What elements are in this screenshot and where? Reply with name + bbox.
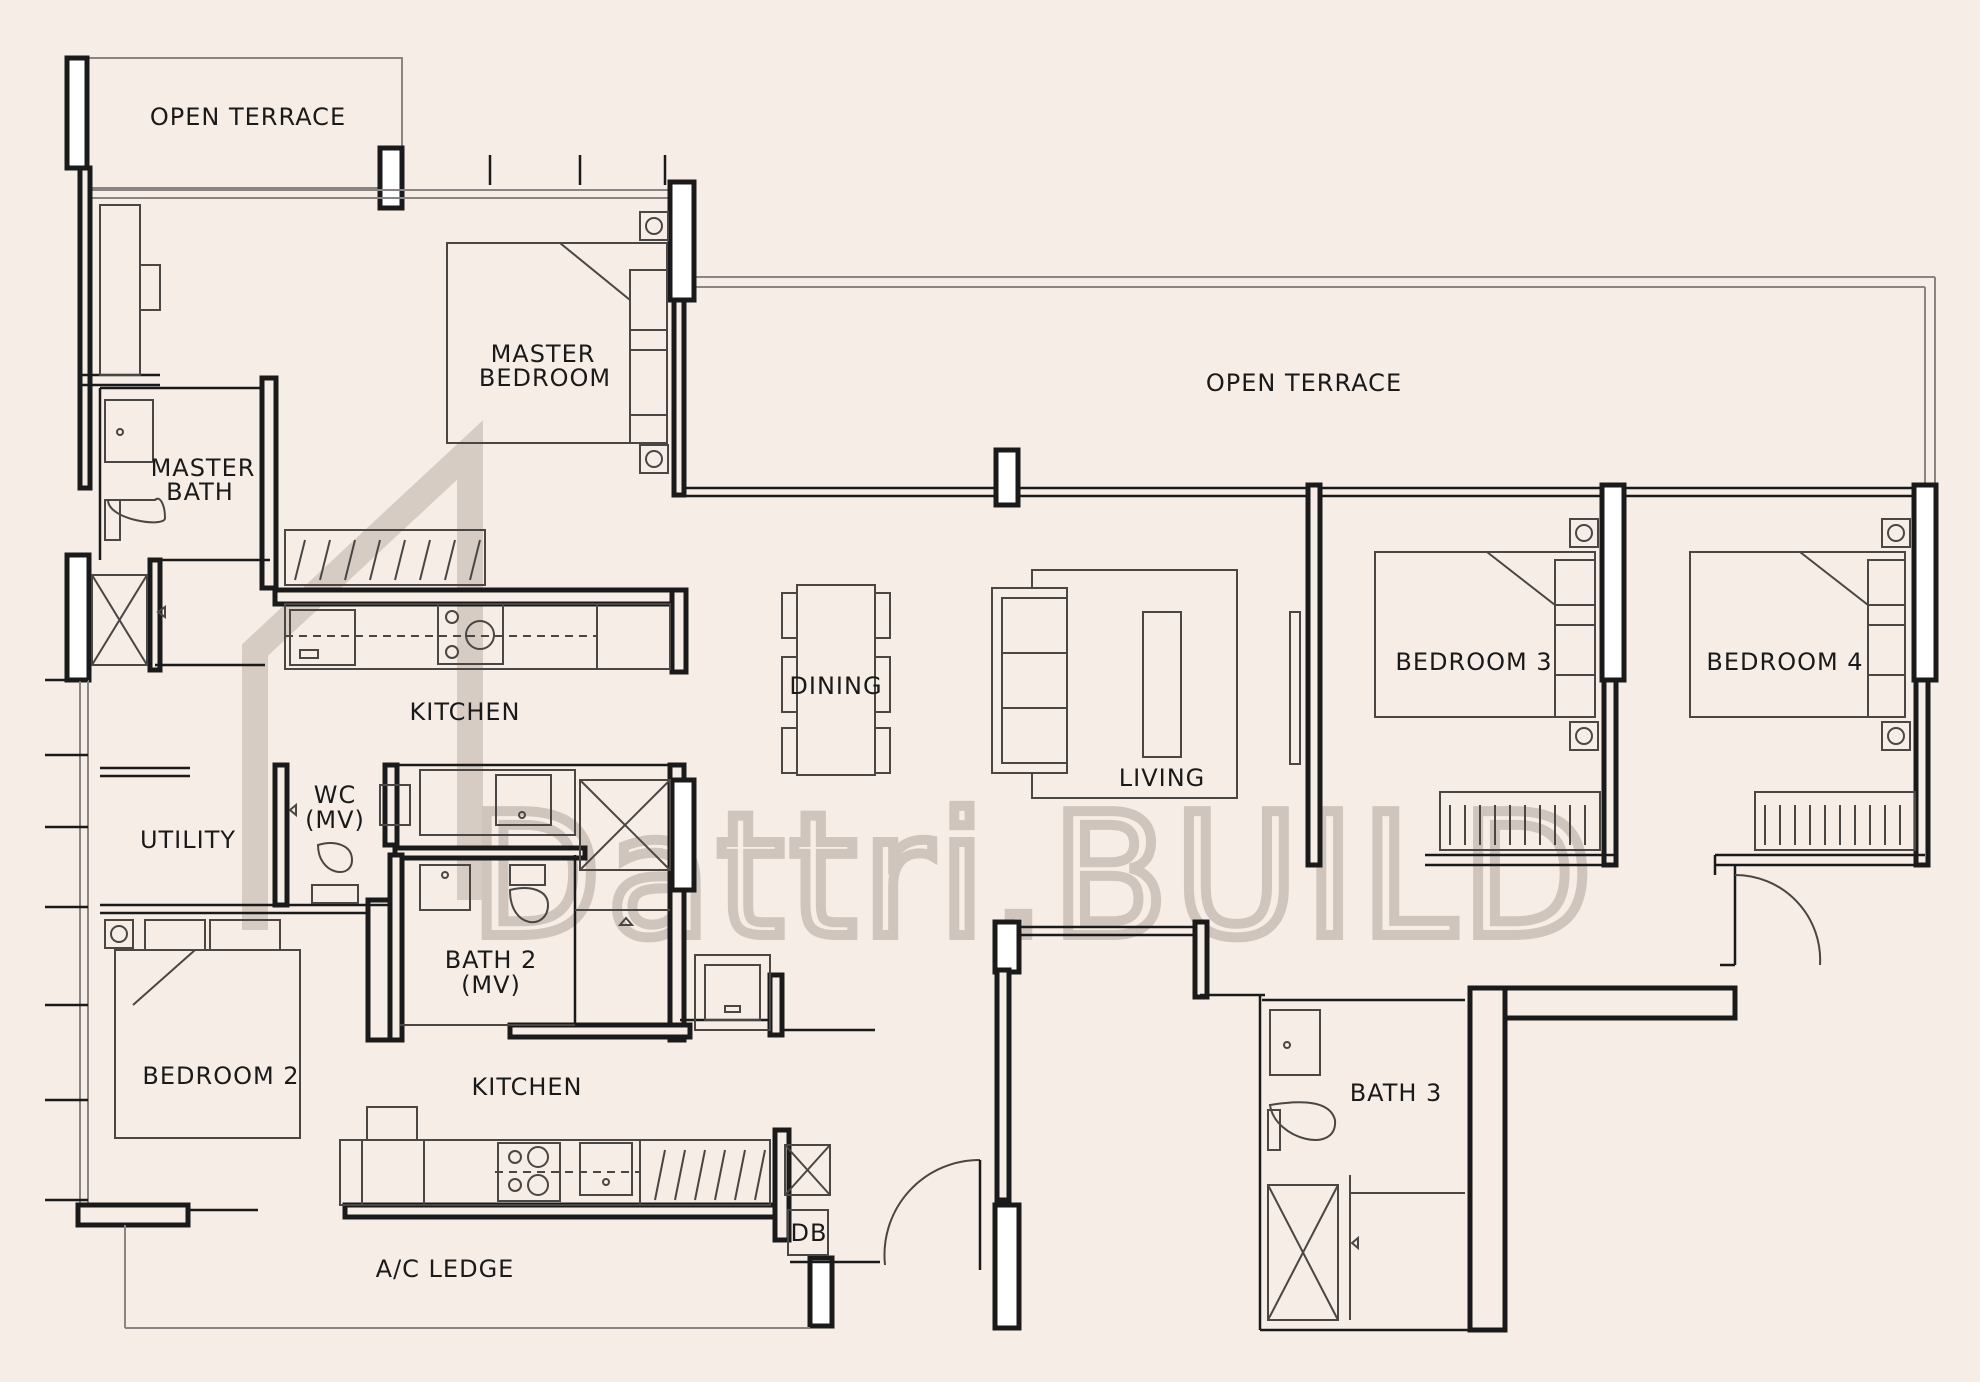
coffee-table xyxy=(1142,611,1182,758)
room-labels: OPEN TERRACE OPEN TERRACE MASTER BEDROOM… xyxy=(140,103,1863,1283)
label-living: LIVING xyxy=(1119,764,1206,792)
label-wc-1: WC xyxy=(314,781,357,809)
watermark-text: Dattri.BUILD xyxy=(470,778,1598,976)
walls xyxy=(45,165,1939,1333)
label-wc-2: (MV) xyxy=(305,806,365,834)
bedroom-2-bed xyxy=(114,949,301,1139)
living-sofa xyxy=(991,587,1068,774)
label-master-bedroom-1: MASTER xyxy=(491,340,596,368)
label-dining: DINING xyxy=(789,672,882,700)
label-master-bedroom-2: BEDROOM xyxy=(479,364,611,392)
watermark-logo-mark xyxy=(242,420,483,930)
db-box xyxy=(787,1209,829,1256)
master-bed xyxy=(446,242,668,444)
fixtures xyxy=(91,204,1916,1321)
label-ac-ledge: A/C LEDGE xyxy=(376,1255,515,1283)
label-bath-2-2: (MV) xyxy=(461,971,521,999)
label-bath-2-1: BATH 2 xyxy=(445,946,538,974)
label-bath-3: BATH 3 xyxy=(1350,1079,1443,1107)
label-kitchen-upper: KITCHEN xyxy=(410,698,521,726)
label-bedroom-2: BEDROOM 2 xyxy=(142,1062,299,1090)
bedroom-3-bed xyxy=(1374,551,1596,718)
label-master-bath-1: MASTER xyxy=(151,454,256,482)
label-open-terrace-main: OPEN TERRACE xyxy=(1206,369,1402,397)
open-terrace-top-left-area xyxy=(64,55,670,211)
label-open-terrace-top-left: OPEN TERRACE xyxy=(150,103,346,131)
label-kitchen-lower: KITCHEN xyxy=(472,1073,583,1101)
watermark: Dattri.BUILD xyxy=(242,420,1598,981)
label-db: DB xyxy=(791,1219,828,1247)
label-master-bath-2: BATH xyxy=(166,478,234,506)
label-bedroom-4: BEDROOM 4 xyxy=(1706,648,1863,676)
bedroom-4-bed xyxy=(1689,551,1906,718)
wardrobe-hatch xyxy=(294,539,481,581)
label-bedroom-3: BEDROOM 3 xyxy=(1395,648,1552,676)
label-utility: UTILITY xyxy=(140,826,236,854)
